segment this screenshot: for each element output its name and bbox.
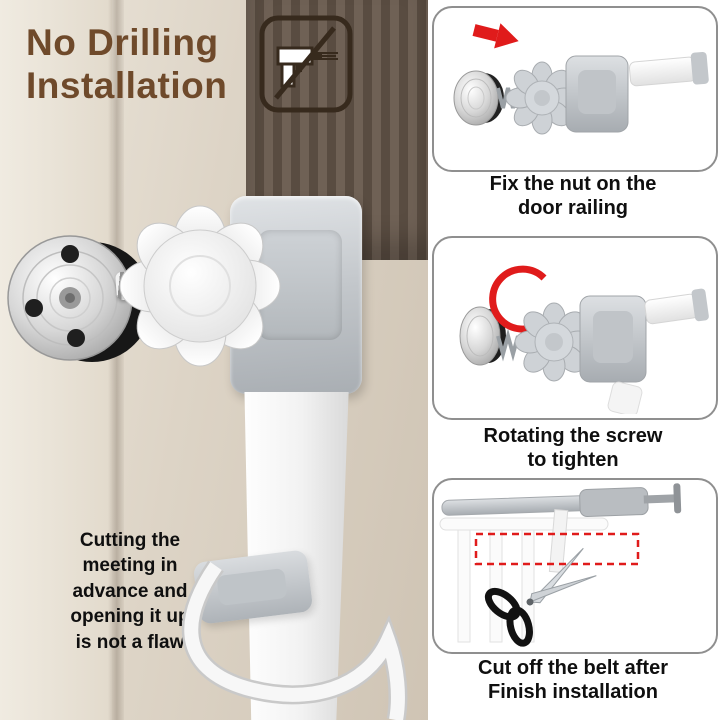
belt-strap [548,509,569,574]
note-line: Cutting the [79,530,181,551]
headline-line2: Installation [26,64,228,106]
step-panel-1 [432,6,718,172]
note-line: opening it up [70,606,190,628]
step1-caption: Fix the nut on the door railing [432,172,714,221]
step3-illustration [439,483,682,647]
tension-knob [119,205,281,367]
step2-caption: Rotating the screw to tighten [432,424,714,473]
step2-caption-line2: to tighten [527,449,619,472]
red-rotation-arrow-icon [489,265,547,333]
note-line: is not a flaw [75,631,185,653]
note-line: advance and [72,580,188,602]
step3-caption-line2: Finish installation [487,681,658,704]
step1-caption-line1: Fix the nut on the [489,173,657,195]
step-panel-2 [432,236,718,420]
red-arrow-right-icon [472,23,519,49]
note-text: Cutting the meeting in advance and openi… [30,528,230,655]
wall-corner-shadow [108,0,124,720]
headline-line1: No Drilling [26,22,219,63]
step1-caption-line2: door railing [518,197,628,220]
step3-caption: Cut off the belt after Finish installati… [432,656,714,705]
note-line: meeting in [82,555,178,577]
step3-caption-line1: Cut off the belt after [478,657,668,679]
safety-belt [181,560,408,720]
step2-illustration [459,265,709,417]
step1-illustration [453,23,709,135]
scissors-icon [484,547,597,647]
step2-caption-line1: Rotating the screw [483,425,663,447]
headline: No Drilling Installation [26,22,296,108]
no-drilling-icon [259,15,353,113]
step-panel-3 [432,478,718,654]
